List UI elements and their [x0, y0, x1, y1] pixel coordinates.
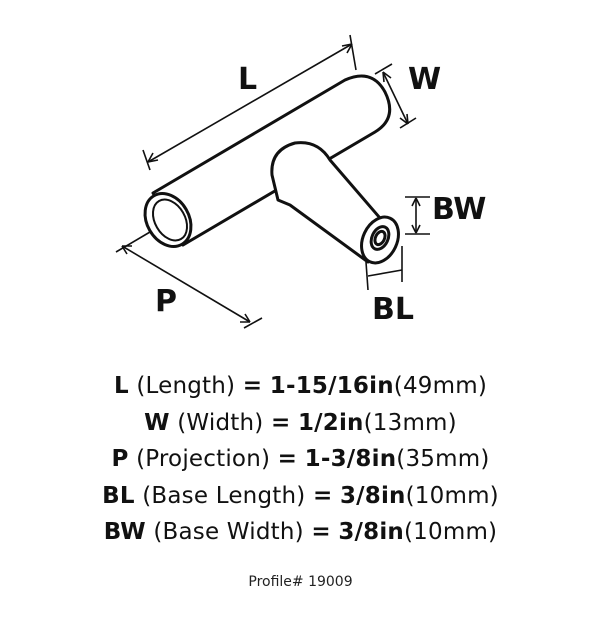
spec-eq: = [242, 373, 263, 399]
spec-code: P [111, 446, 129, 472]
stem-body [270, 141, 394, 264]
spec-metric: (10mm) [404, 519, 498, 545]
spec-name: (Projection) [136, 446, 271, 472]
spec-imperial: 1-15/16in [269, 373, 394, 399]
spec-code: W [144, 409, 170, 436]
spec-imperial: 3/8in [338, 519, 404, 545]
label-W: W [408, 62, 442, 97]
spec-eq: = [312, 482, 333, 509]
spec-name: (Base Length) [142, 482, 306, 509]
spec-metric: (13mm) [363, 409, 457, 436]
spec-code: BW [103, 519, 146, 545]
screw-hole-inner [373, 229, 387, 247]
spec-eq: = [277, 446, 298, 472]
profile-number: Profile# 19009 [248, 574, 353, 590]
spec-row-width: W (Width) = 1/2in(13mm) [0, 405, 601, 442]
spec-row-length: L (Length) = 1-15/16in(49mm) [0, 368, 601, 405]
dim-line-BL [367, 269, 403, 277]
spec-row-base-width: BW (Base Width) = 3/8in(10mm) [0, 514, 601, 551]
spec-code: L [113, 373, 129, 399]
spec-metric: (49mm) [393, 373, 488, 399]
spec-row-projection: P (Projection) = 1-3/8in(35mm) [0, 441, 601, 478]
dimension-lines [115, 34, 430, 329]
spec-row-base-length: BL (Base Length) = 3/8in(10mm) [0, 478, 601, 515]
label-P: P [155, 284, 177, 319]
spec-metric: (10mm) [405, 482, 499, 509]
t-bar-knob-drawing [115, 34, 430, 329]
label-L: L [238, 62, 258, 97]
dim-line-L [147, 43, 353, 163]
spec-imperial: 3/8in [339, 482, 406, 509]
label-BW: BW [432, 192, 487, 227]
spec-imperial: 1/2in [297, 409, 364, 436]
dim-line-P [121, 245, 251, 323]
spec-name: (Length) [136, 373, 236, 399]
spec-metric: (35mm) [396, 446, 490, 472]
dimension-specs: L (Length) = 1-15/16in(49mm) W (Width) =… [0, 368, 601, 551]
bar-body [151, 74, 392, 247]
spec-code: BL [102, 482, 135, 509]
spec-eq: = [311, 519, 331, 545]
spec-imperial: 1-3/8in [304, 446, 397, 472]
spec-name: (Base Width) [153, 519, 304, 545]
bar-end-face [151, 198, 189, 242]
dim-line-W [382, 71, 409, 125]
label-BL: BL [372, 292, 414, 327]
spec-eq: = [270, 409, 291, 436]
spec-name: (Width) [177, 409, 264, 436]
